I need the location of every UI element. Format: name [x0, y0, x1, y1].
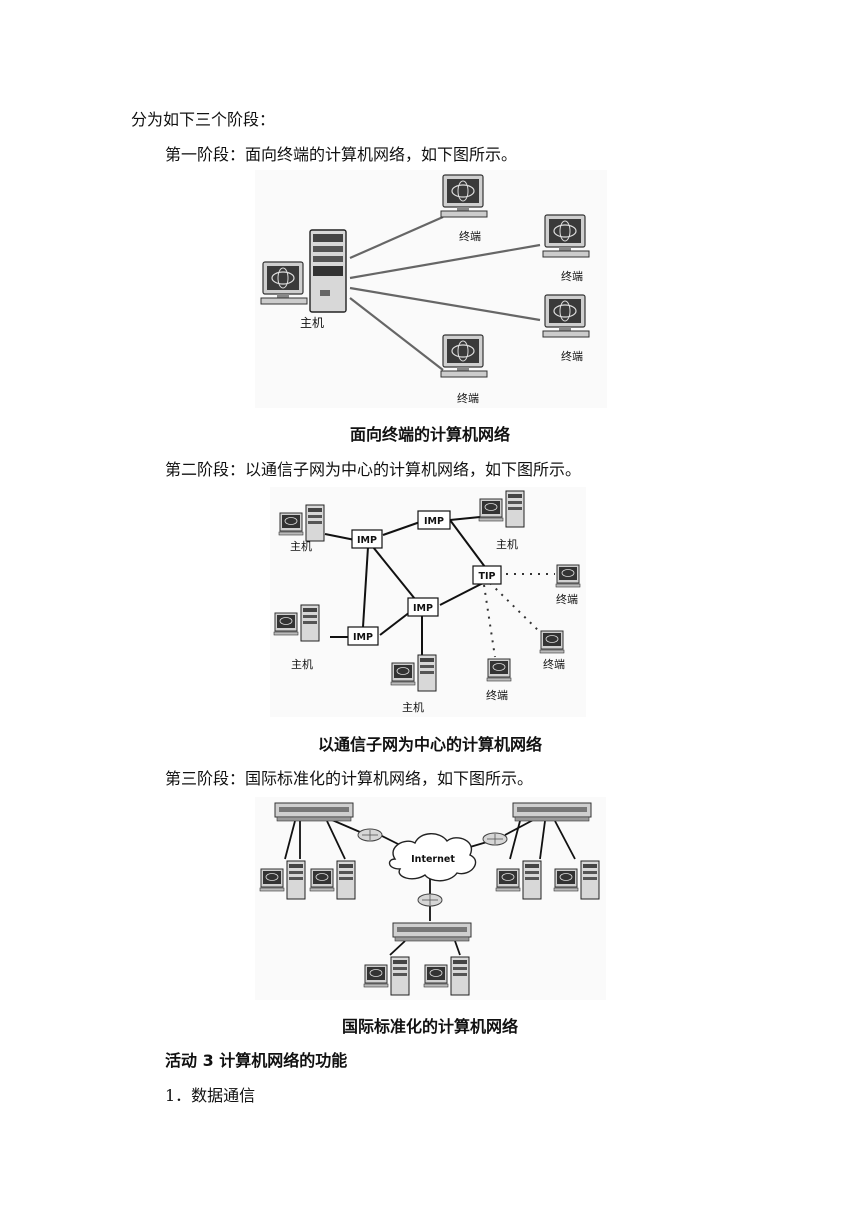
tip-label: TIP [479, 571, 496, 582]
terminal-2 [542, 214, 590, 258]
switch-bottom [392, 922, 472, 942]
pc-right-1 [495, 860, 542, 900]
terminal-label-3: 终端 [561, 349, 583, 363]
subnet-terminal-1 [555, 564, 581, 588]
router-bottom [417, 893, 443, 907]
pc-bottom-1 [363, 956, 410, 996]
imp-node-1: IMP [351, 529, 383, 549]
stage3-text: 第三阶段：国际标准化的计算机网络，如下图所示。 [165, 769, 534, 788]
host-label-4: 主机 [402, 700, 424, 714]
subnet-network-diagram: IMP IMP IMP IMP TIP 主机 主机 主机 主机 终端 终端 [273, 490, 581, 714]
figure1-caption: 面向终端的计算机网络 [349, 425, 510, 444]
tip-node: TIP [472, 565, 502, 585]
intro-text: 分为如下三个阶段： [131, 110, 276, 129]
stage2-text: 第二阶段：以通信子网为中心的计算机网络，如下图所示。 [165, 460, 582, 479]
subnet-terminal-2 [539, 630, 565, 654]
terminal-label-1: 终端 [459, 229, 481, 243]
terminal-links [483, 573, 555, 658]
figure-internet-network: Internet [255, 797, 606, 1000]
host-label-3: 主机 [291, 657, 313, 671]
figure-terminal-network: 主机 终端 终端 终端 终端 [255, 170, 607, 408]
host-computer [260, 229, 347, 313]
subnet-links [324, 516, 486, 657]
list-item-data-communication: 1．数据通信 [165, 1086, 256, 1105]
imp-node-4: IMP [347, 626, 379, 646]
imp-label-2: IMP [424, 516, 444, 527]
host-1 [278, 504, 325, 542]
subnet-terminal-label-1: 终端 [556, 592, 578, 606]
terminal-4 [440, 334, 488, 378]
router-left [357, 828, 383, 842]
pc-left-1 [259, 860, 306, 900]
subnet-terminal-label-2: 终端 [543, 657, 565, 671]
host-label: 主机 [300, 316, 324, 330]
imp-label-1: IMP [357, 535, 377, 546]
imp-node-2: IMP [417, 510, 451, 530]
switch-left [274, 802, 354, 822]
activity-title: 活动 3 计算机网络的功能 [165, 1051, 348, 1070]
internet-network-diagram: Internet [259, 802, 600, 996]
terminal-network-diagram: 主机 终端 终端 终端 终端 [260, 174, 590, 405]
connection-lines [349, 215, 541, 371]
pc-left-2 [309, 860, 356, 900]
pc-right-2 [553, 860, 600, 900]
host-label-1: 主机 [290, 539, 312, 553]
host-label-2: 主机 [496, 537, 518, 551]
figure2-caption: 以通信子网为中心的计算机网络 [317, 735, 542, 754]
internet-label: Internet [411, 854, 455, 865]
stage1-text: 第一阶段：面向终端的计算机网络，如下图所示。 [165, 145, 518, 164]
terminal-3 [542, 294, 590, 338]
terminal-1 [440, 174, 488, 218]
internet-cloud: Internet [388, 833, 477, 882]
host-4 [390, 654, 437, 692]
subnet-terminal-3 [486, 658, 512, 682]
imp-label-3: IMP [413, 603, 433, 614]
figure-subnet-network: IMP IMP IMP IMP TIP 主机 主机 主机 主机 终端 终端 [270, 487, 586, 717]
host-3 [273, 604, 320, 642]
router-right [482, 832, 508, 846]
imp-label-4: IMP [353, 632, 373, 643]
switch-right [512, 802, 592, 822]
pc-bottom-2 [423, 956, 470, 996]
figure3-caption: 国际标准化的计算机网络 [341, 1017, 518, 1036]
terminal-label-4: 终端 [457, 391, 479, 405]
terminal-label-2: 终端 [561, 269, 583, 283]
host-2 [478, 490, 525, 528]
subnet-terminal-label-3: 终端 [486, 688, 508, 702]
imp-node-3: IMP [407, 597, 439, 617]
internet-links [284, 816, 576, 956]
